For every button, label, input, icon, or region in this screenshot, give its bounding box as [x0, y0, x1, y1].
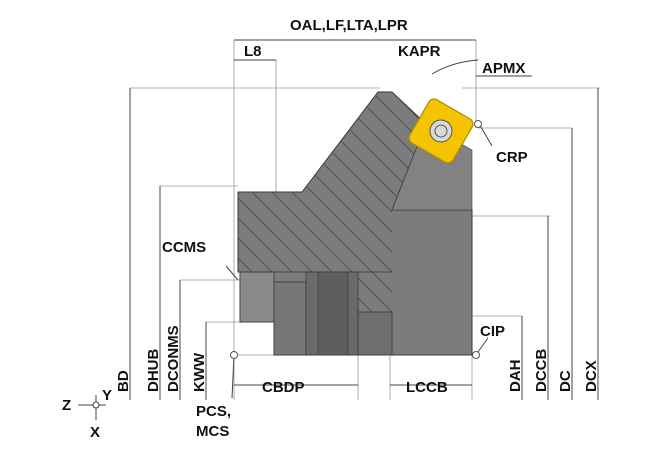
keyway-slot-inner — [317, 271, 349, 356]
ccms-leader — [225, 265, 239, 281]
label-bd: BD — [115, 370, 132, 392]
insert-screw — [429, 119, 453, 143]
pcs-point — [230, 351, 238, 359]
label-dah: DAH — [507, 360, 524, 393]
counterbore — [357, 311, 393, 356]
label-kapr: KAPR — [398, 43, 441, 60]
cip-leader — [477, 337, 489, 353]
label-cbdp: CBDP — [262, 379, 305, 396]
vertical-labels: BD DHUB DCONMS KWW DAH DCCB DC DCX — [115, 325, 600, 392]
label-l8: L8 — [244, 43, 262, 60]
dimension-lines — [129, 39, 599, 400]
label-oal: OAL,LF,LTA,LPR — [290, 17, 408, 34]
label-dc: DC — [557, 370, 574, 392]
reference-points — [230, 120, 482, 359]
cip-point — [472, 351, 480, 359]
coordinate-axes: Z Y X — [62, 387, 112, 441]
label-dccb: DCCB — [533, 349, 550, 392]
axis-z-label: Z — [62, 397, 71, 414]
crp-point — [474, 120, 482, 128]
label-crp: CRP — [496, 149, 528, 166]
label-pcs: PCS, — [196, 403, 231, 420]
dim-kapr-arc — [431, 59, 479, 75]
insert-screw-head — [434, 124, 448, 138]
origin-icon — [92, 401, 100, 409]
axis-y-label: Y — [102, 387, 112, 404]
step-face-upper — [239, 271, 275, 323]
insert — [408, 98, 474, 164]
label-ccms: CCMS — [162, 239, 206, 256]
label-dconms: DCONMS — [165, 325, 182, 392]
labels: OAL,LF,LTA,LPR L8 KAPR APMX CRP CCMS CIP… — [162, 17, 528, 440]
pcs-leader — [231, 355, 235, 399]
label-lccb: LCCB — [406, 379, 448, 396]
axis-x-label: X — [90, 424, 100, 441]
step-face-lower — [273, 281, 307, 356]
label-cip: CIP — [480, 323, 505, 340]
label-dhub: DHUB — [145, 349, 162, 392]
label-kww: KWW — [191, 352, 208, 392]
label-dcx: DCX — [583, 360, 600, 392]
label-apmx: APMX — [482, 60, 525, 77]
label-mcs: MCS — [196, 423, 229, 440]
